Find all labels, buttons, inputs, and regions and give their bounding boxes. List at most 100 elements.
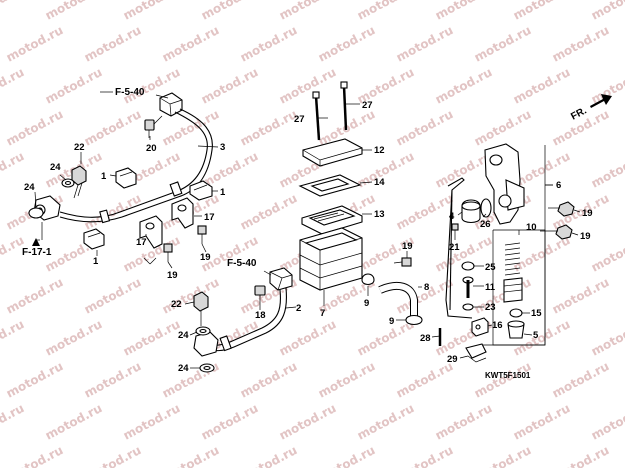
watermark-text: motod.ru bbox=[589, 0, 625, 23]
o-ring-26 bbox=[480, 198, 492, 218]
label-p3: 3 bbox=[220, 142, 225, 153]
watermark-text: motod.ru bbox=[82, 107, 144, 149]
watermark-text: motod.ru bbox=[199, 0, 261, 23]
watermark-text: motod.ru bbox=[82, 359, 144, 401]
watermark-text: motod.ru bbox=[43, 317, 105, 359]
watermark-text: motod.ru bbox=[160, 443, 222, 468]
watermark-text: motod.ru bbox=[277, 0, 339, 23]
bolt-19-right-b bbox=[540, 224, 573, 240]
watermark-text: motod.ru bbox=[160, 275, 222, 317]
watermark-text: motod.ru bbox=[589, 149, 625, 191]
watermark-text: motod.ru bbox=[511, 65, 573, 107]
label-p24c: 24 bbox=[178, 330, 189, 341]
watermark-text: motod.ru bbox=[472, 443, 534, 468]
label-p4: 4 bbox=[449, 211, 455, 222]
label-p2: 2 bbox=[296, 303, 301, 314]
cup-25 bbox=[461, 261, 475, 271]
reference-labels: F-5-40 F-5-40 F-17-1 bbox=[22, 87, 257, 269]
label-p19a: 19 bbox=[167, 270, 178, 281]
watermark-text: motod.ru bbox=[394, 359, 456, 401]
watermark-text: motod.ru bbox=[550, 359, 612, 401]
watermark-text: motod.ru bbox=[121, 0, 183, 23]
washer-24-lower-a bbox=[195, 326, 211, 336]
watermark-text: motod.ru bbox=[394, 191, 456, 233]
watermark-text: motod.ru bbox=[4, 443, 66, 468]
watermark-text: motod.ru bbox=[433, 401, 495, 443]
watermark-text: motod.ru bbox=[4, 23, 66, 65]
watermark-text: motod.ru bbox=[43, 401, 105, 443]
label-p26: 26 bbox=[480, 219, 491, 230]
watermark-text: motod.ru bbox=[82, 275, 144, 317]
label-p13: 13 bbox=[374, 209, 385, 220]
boot-15 bbox=[509, 308, 523, 318]
watermark-text: motod.ru bbox=[43, 65, 105, 107]
watermark-text: motod.ru bbox=[433, 65, 495, 107]
label-p21: 21 bbox=[449, 242, 460, 253]
watermark-text: motod.ru bbox=[511, 401, 573, 443]
leader-lines bbox=[34, 94, 581, 369]
watermark-text: motod.ru bbox=[238, 191, 300, 233]
circlip-16 bbox=[471, 317, 489, 337]
bolt-20 bbox=[144, 115, 163, 138]
label-p22a: 22 bbox=[74, 142, 85, 153]
watermark-text: motod.ru bbox=[316, 359, 378, 401]
label-p18: 18 bbox=[255, 310, 266, 321]
holder-17a bbox=[139, 215, 163, 249]
watermark-text: motod.ru bbox=[0, 317, 26, 359]
washer-23 bbox=[462, 303, 474, 311]
label-p27a: 27 bbox=[294, 114, 305, 125]
holder-17b bbox=[171, 197, 194, 229]
watermark-text: motod.ru bbox=[589, 233, 625, 275]
watermark-text: motod.ru bbox=[277, 401, 339, 443]
watermark-text: motod.ru bbox=[238, 359, 300, 401]
plate-14 bbox=[298, 174, 362, 197]
watermark-text: motod.ru bbox=[82, 23, 144, 65]
fluid-line bbox=[445, 177, 473, 319]
label-p29: 29 bbox=[447, 354, 458, 365]
watermark-text: motod.ru bbox=[316, 23, 378, 65]
label-p17a: 17 bbox=[204, 212, 215, 223]
ref-f540-mid[interactable]: F-5-40 bbox=[227, 258, 257, 269]
label-p24d: 24 bbox=[178, 363, 189, 374]
label-p10: 10 bbox=[526, 222, 537, 233]
ref-f540-top[interactable]: F-5-40 bbox=[115, 87, 145, 98]
ref-f171[interactable]: F-17-1 bbox=[22, 247, 52, 258]
label-p25: 25 bbox=[485, 262, 496, 273]
watermark-text: motod.ru bbox=[316, 443, 378, 468]
push-rod-11 bbox=[462, 276, 474, 298]
watermark-text: motod.ru bbox=[472, 23, 534, 65]
label-p1a: 1 bbox=[101, 171, 107, 182]
watermark-text: motod.ru bbox=[43, 0, 105, 23]
watermark-text: motod.ru bbox=[277, 317, 339, 359]
cup-5 bbox=[507, 320, 525, 339]
label-p19e: 19 bbox=[580, 231, 591, 242]
part-number-labels: 3 20 22 24 24 1 1 17 17 1 19 19 2 18 22 … bbox=[24, 100, 593, 374]
banjo-fitting-bottom bbox=[193, 331, 219, 357]
screw-21 bbox=[451, 223, 459, 231]
hose-clip-9-upper bbox=[361, 273, 375, 286]
label-p12: 12 bbox=[374, 145, 385, 156]
label-p1c: 1 bbox=[93, 256, 99, 267]
label-p8: 8 bbox=[424, 282, 429, 293]
label-p24a: 24 bbox=[50, 162, 61, 173]
watermark-text: motod.ru bbox=[511, 0, 573, 23]
label-p20: 20 bbox=[146, 143, 157, 154]
washer-24-upper-b bbox=[28, 207, 44, 219]
label-p15: 15 bbox=[531, 308, 542, 319]
bolt-22-lower bbox=[193, 291, 209, 326]
bolt-19-reservoir bbox=[393, 257, 412, 267]
label-p19c: 19 bbox=[402, 241, 413, 252]
watermark-text: motod.ru bbox=[4, 275, 66, 317]
watermark-text: motod.ru bbox=[589, 317, 625, 359]
label-p28: 28 bbox=[420, 333, 431, 344]
label-p27b: 27 bbox=[362, 100, 373, 111]
diaphragm-13 bbox=[301, 205, 363, 235]
label-p23: 23 bbox=[485, 302, 496, 313]
label-p5: 5 bbox=[533, 330, 539, 341]
watermark-text: motod.ru bbox=[550, 275, 612, 317]
watermark-text: motod.ru bbox=[589, 401, 625, 443]
watermark-text: motod.ru bbox=[394, 23, 456, 65]
watermark-text: motod.ru bbox=[355, 149, 417, 191]
bolt-19-left-b bbox=[197, 225, 207, 244]
